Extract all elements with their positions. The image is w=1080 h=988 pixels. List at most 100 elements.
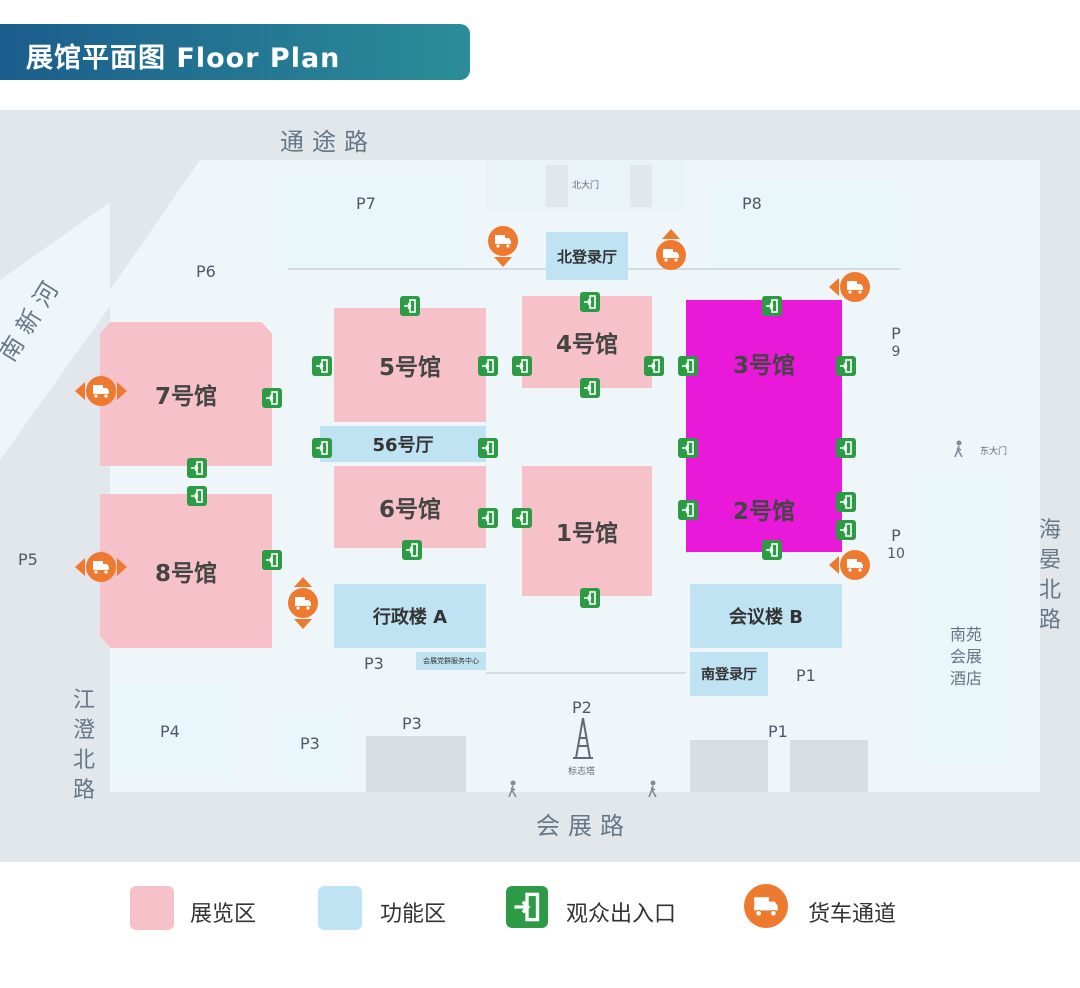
- parking-p3-north: P3: [364, 654, 384, 673]
- landmark-label: 标志塔: [568, 767, 596, 777]
- entrance-icon[interactable]: [678, 356, 698, 376]
- pedestrian-icon: [508, 780, 517, 798]
- entrance-icon[interactable]: [836, 520, 856, 540]
- truck-direction-arrow: [829, 556, 839, 574]
- legend-function-label: 功能区: [380, 902, 447, 927]
- truck-direction-arrow: [829, 278, 839, 296]
- legend-exhibition-swatch: [130, 886, 174, 930]
- truck-direction-arrow: [294, 577, 312, 587]
- road-south-label: 会展路: [536, 812, 632, 840]
- parking-lot-p4: [112, 684, 234, 776]
- entrance-icon[interactable]: [478, 438, 498, 458]
- truck-direction-arrow: [294, 619, 312, 629]
- entrance-icon[interactable]: [312, 356, 332, 376]
- entrance-icon[interactable]: [400, 296, 420, 316]
- parking-p9-letter: P: [891, 324, 901, 343]
- parking-p9-number: 9: [891, 344, 901, 360]
- truck-direction-arrow: [117, 558, 127, 576]
- parking-p8: P8: [742, 194, 762, 213]
- north-registration-hall[interactable]: 北登录厅: [546, 232, 628, 280]
- entrance-icon[interactable]: [580, 292, 600, 312]
- entrance-icon[interactable]: [836, 492, 856, 512]
- entrance-icon[interactable]: [580, 378, 600, 398]
- truck-icon[interactable]: [86, 552, 116, 582]
- hall-56[interactable]: 56号厅: [320, 426, 486, 462]
- entrance-icon[interactable]: [478, 356, 498, 376]
- truck-icon[interactable]: [86, 376, 116, 406]
- entrance-icon[interactable]: [762, 540, 782, 560]
- hall-1[interactable]: 1号馆: [522, 466, 652, 596]
- entrance-icon[interactable]: [512, 508, 532, 528]
- legend-truck-label: 货车通道: [808, 902, 897, 927]
- road-east-label: 海晏北路: [1038, 518, 1061, 633]
- parking-p5: P5: [18, 550, 38, 569]
- building-block: [690, 740, 768, 792]
- entrance-icon[interactable]: [644, 356, 664, 376]
- road-west-label: 江澄北路: [72, 688, 95, 803]
- truck-icon[interactable]: [840, 550, 870, 580]
- building-block: [366, 736, 466, 792]
- hall-3[interactable]: 3号馆: [686, 300, 842, 426]
- truck-icon[interactable]: [840, 272, 870, 302]
- entrance-icon[interactable]: [678, 500, 698, 520]
- inner-outline: [486, 672, 686, 674]
- site-corner: [110, 160, 200, 290]
- admin-building-a[interactable]: 行政楼 A: [334, 584, 486, 648]
- entrance-icon[interactable]: [187, 486, 207, 506]
- building-block: [790, 740, 868, 792]
- gate-pillar: [546, 165, 568, 207]
- parking-p1-south: P1: [768, 722, 788, 741]
- entrance-icon[interactable]: [312, 438, 332, 458]
- pedestrian-icon: [954, 440, 963, 458]
- hotel-label: 南苑会展酒店: [950, 625, 983, 688]
- hall-2[interactable]: 2号馆: [686, 426, 842, 552]
- legend-entrance-icon: [506, 886, 548, 928]
- hall-7[interactable]: 7号馆: [100, 322, 272, 466]
- entrance-icon[interactable]: [512, 356, 532, 376]
- south-registration-hall[interactable]: 南登录厅: [690, 652, 768, 696]
- entrance-icon[interactable]: [580, 588, 600, 608]
- legend-truck-icon: [744, 884, 788, 928]
- legend-entrance-label: 观众出入口: [566, 902, 677, 927]
- pedestrian-icon: [648, 780, 657, 798]
- legend-function-swatch: [318, 886, 362, 930]
- entrance-icon[interactable]: [836, 438, 856, 458]
- hall-6[interactable]: 6号馆: [334, 466, 486, 548]
- legend-exhibition-label: 展览区: [190, 902, 257, 927]
- truck-direction-arrow: [117, 382, 127, 400]
- east-gate-label: 东大门: [980, 447, 1008, 457]
- parking-p10-letter: P: [891, 526, 901, 545]
- road-north-label: 通途路: [280, 128, 376, 156]
- entrance-icon[interactable]: [187, 458, 207, 478]
- entrance-icon[interactable]: [836, 356, 856, 376]
- conference-building-b[interactable]: 会议楼 B: [690, 584, 842, 648]
- entrance-icon[interactable]: [262, 388, 282, 408]
- truck-direction-arrow: [662, 229, 680, 239]
- entrance-icon[interactable]: [478, 508, 498, 528]
- landmark-tower-icon: [573, 718, 593, 759]
- entrance-icon[interactable]: [262, 550, 282, 570]
- parking-lot-p7: [276, 176, 462, 268]
- truck-direction-arrow: [75, 382, 85, 400]
- truck-icon[interactable]: [288, 588, 318, 618]
- entrance-icon[interactable]: [402, 540, 422, 560]
- parking-p1-north: P1: [796, 666, 816, 685]
- hall-8[interactable]: 8号馆: [100, 494, 272, 648]
- parking-p10-number: 10: [887, 546, 905, 562]
- gate-pillar: [630, 165, 652, 207]
- truck-direction-arrow: [494, 257, 512, 267]
- parking-p2: P2: [572, 698, 592, 717]
- parking-p3-west: P3: [300, 734, 320, 753]
- parking-p6: P6: [196, 262, 216, 281]
- entrance-icon[interactable]: [762, 296, 782, 316]
- entrance-icon[interactable]: [678, 438, 698, 458]
- truck-icon[interactable]: [656, 240, 686, 270]
- truck-icon[interactable]: [488, 226, 518, 256]
- parking-p3-center: P3: [402, 714, 422, 733]
- parking-lot-p3-small: [276, 712, 346, 778]
- hall-5[interactable]: 5号馆: [334, 308, 486, 422]
- title-banner: [0, 24, 470, 80]
- parking-p7: P7: [356, 194, 376, 213]
- truck-direction-arrow: [75, 558, 85, 576]
- service-center[interactable]: 会展党群服务中心: [416, 652, 486, 670]
